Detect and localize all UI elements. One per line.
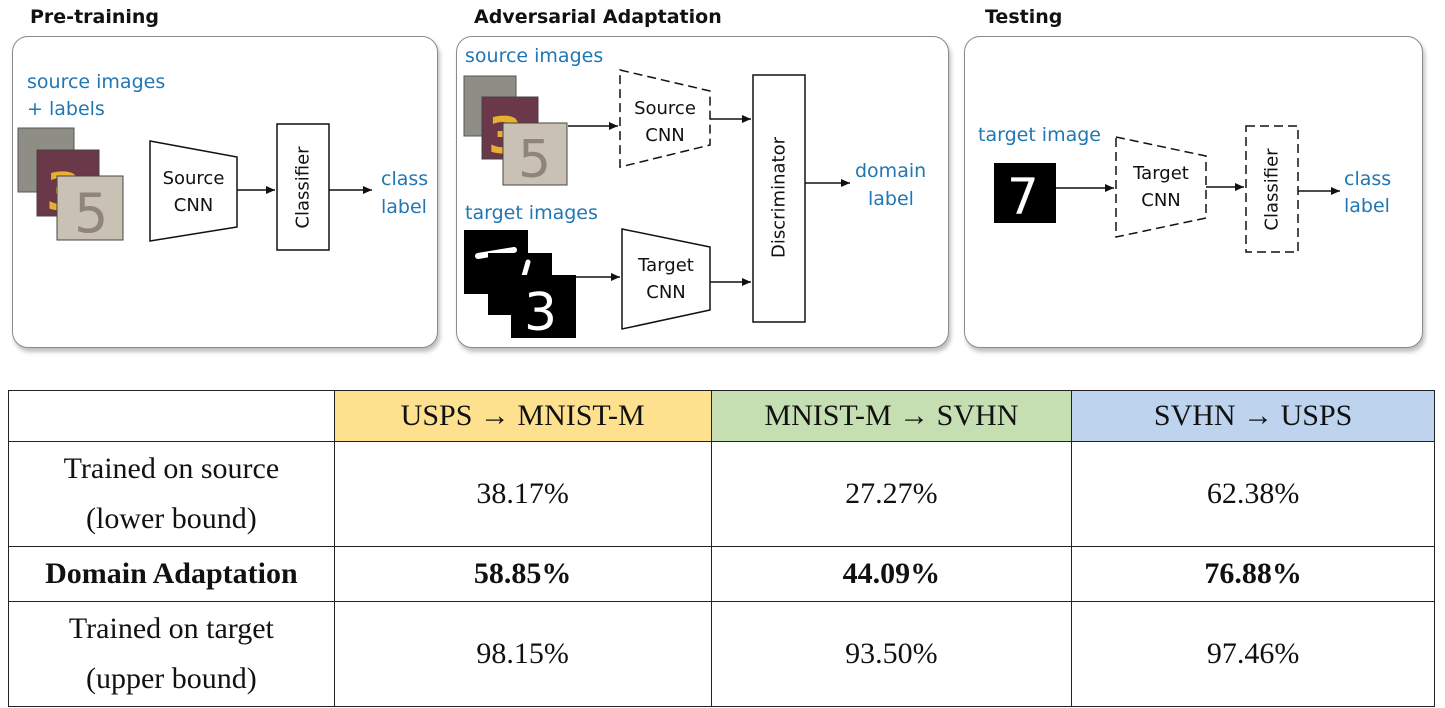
table-corner-cell	[8, 390, 335, 442]
testing-classifier-label: Classifier	[1261, 148, 1283, 231]
table-header-row: USPS → MNIST-M MNIST-M → SVHN SVHN → USP…	[8, 390, 1435, 442]
adaptation-source-encoder-label: Source CNN	[620, 95, 710, 149]
table-row: Trained on source (lower bound) 38.17% 2…	[8, 441, 1435, 547]
pretraining-input-label-2: + labels	[27, 98, 105, 120]
testing-output-label-1: class	[1344, 168, 1392, 190]
adaptation-discriminator-label: Discriminator	[768, 137, 790, 258]
testing-classifier-box	[1245, 125, 1299, 253]
svg-text:5: 5	[518, 130, 551, 190]
pretraining-source-cnn-shape	[149, 140, 238, 242]
pretraining-encoder-line2: CNN	[173, 195, 214, 216]
testing-target-cnn-shape	[1115, 136, 1207, 238]
testing-encoder-line2: CNN	[1141, 190, 1181, 211]
pretraining-input-label-1: source images	[27, 71, 166, 93]
adaptation-source-input-label: source images	[465, 45, 604, 67]
pretraining-source-images: 3 5	[17, 127, 124, 245]
pretraining-output-label-1: class	[381, 168, 429, 190]
adaptation-discriminator-box	[752, 74, 806, 323]
table-cell: 97.46%	[1071, 601, 1435, 707]
svg-text:7: 7	[1007, 168, 1039, 226]
adaptation-source-cnn-shape	[619, 69, 711, 168]
adaptation-target-encoder-line1: Target	[638, 255, 694, 276]
row-label-line2: (upper bound)	[86, 662, 257, 695]
table-cell: 62.38%	[1071, 441, 1435, 547]
row-label: Trained on target (upper bound)	[8, 601, 335, 707]
adaptation-target-input-label: target images	[465, 202, 598, 224]
pretraining-encoder-label: Source CNN	[150, 165, 237, 219]
svg-text:3: 3	[524, 283, 557, 343]
testing-encoder-line1: Target	[1133, 163, 1189, 184]
pretraining-classifier-label: Classifier	[292, 146, 314, 229]
results-table: USPS → MNIST-M MNIST-M → SVHN SVHN → USP…	[8, 390, 1435, 707]
testing-title: Testing	[985, 6, 1063, 28]
pretraining-output-label-2: label	[381, 196, 427, 218]
row-label: Trained on source (lower bound)	[8, 441, 335, 547]
svg-text:5: 5	[74, 182, 108, 245]
table-cell: 38.17%	[333, 441, 712, 547]
adaptation-source-images: 3 5	[463, 75, 568, 190]
table-cell: 58.85%	[333, 546, 712, 602]
pretraining-encoder-line1: Source	[162, 168, 225, 189]
adaptation-output-label-1: domain	[855, 160, 927, 182]
table-cell: 98.15%	[333, 601, 712, 707]
diagram-canvas: 3 5 3 5 3 7	[17, 69, 1340, 343]
testing-target-image: 7	[994, 163, 1056, 226]
adaptation-target-cnn-shape	[621, 228, 711, 330]
testing-output-label-2: label	[1344, 195, 1390, 217]
column-header: MNIST-M → SVHN	[710, 390, 1073, 442]
row-label: Domain Adaptation	[8, 546, 335, 602]
adaptation-source-encoder-line2: CNN	[645, 125, 685, 146]
row-label-line1: Trained on source	[63, 452, 280, 485]
adaptation-output-label-2: label	[868, 188, 914, 210]
column-header: SVHN → USPS	[1071, 390, 1435, 442]
testing-encoder-label: Target CNN	[1116, 160, 1206, 214]
table-cell: 27.27%	[710, 441, 1073, 547]
adaptation-title: Adversarial Adaptation	[474, 6, 722, 28]
table-row: Trained on target (upper bound) 98.15% 9…	[8, 601, 1435, 707]
table-row: Domain Adaptation 58.85% 44.09% 76.88%	[8, 546, 1435, 602]
row-label-line2: (lower bound)	[86, 502, 257, 535]
adaptation-target-encoder-label: Target CNN	[622, 252, 710, 306]
adaptation-target-encoder-line2: CNN	[646, 282, 686, 303]
table-cell: 93.50%	[710, 601, 1073, 707]
adaptation-source-encoder-line1: Source	[634, 98, 696, 119]
pretraining-title: Pre-training	[30, 6, 160, 28]
row-label-line1: Trained on target	[68, 612, 274, 645]
adaptation-target-images: 3	[464, 230, 576, 343]
testing-input-label: target image	[978, 124, 1101, 146]
column-header: USPS → MNIST-M	[333, 390, 712, 442]
table-cell: 44.09%	[710, 546, 1073, 602]
pretraining-classifier-box	[276, 123, 330, 251]
table-cell: 76.88%	[1071, 546, 1435, 602]
